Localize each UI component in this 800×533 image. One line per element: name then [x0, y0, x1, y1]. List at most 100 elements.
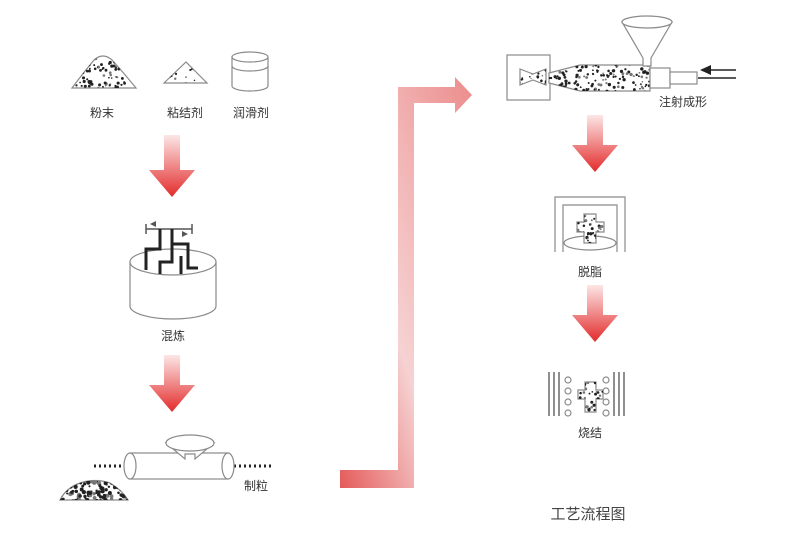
speckle	[105, 49, 108, 52]
speckle	[60, 488, 61, 493]
speckle	[130, 73, 133, 76]
speckle	[109, 497, 114, 500]
speckle	[632, 81, 635, 84]
speckle	[177, 62, 180, 64]
speckle	[592, 65, 595, 68]
speckle	[62, 480, 66, 481]
speckle	[78, 70, 81, 73]
speckle	[72, 475, 76, 479]
speckle	[109, 73, 112, 77]
speckle	[121, 487, 125, 491]
speckle	[74, 58, 78, 61]
speckle	[129, 73, 132, 76]
speckle	[104, 84, 107, 87]
speckle	[80, 49, 83, 52]
speckle	[76, 70, 80, 74]
label-binder: 粘结剂	[167, 105, 203, 120]
speckle	[645, 71, 650, 75]
speckle	[100, 489, 105, 494]
speckle	[83, 67, 87, 71]
speckle	[614, 89, 617, 91]
speckle	[563, 76, 567, 79]
speckle	[120, 60, 123, 63]
speckle	[590, 227, 594, 231]
speckle	[549, 77, 551, 80]
sintering-furnace-icon	[548, 372, 625, 417]
speckle	[537, 72, 540, 75]
speckle	[600, 74, 603, 77]
speckle	[584, 65, 588, 69]
speckle	[64, 477, 67, 480]
label-debinding: 脱脂	[578, 264, 602, 279]
speckle	[602, 74, 605, 77]
speckle	[632, 75, 635, 78]
speckle	[185, 76, 187, 78]
speckle	[591, 391, 594, 393]
speckle	[66, 482, 71, 487]
speckle	[575, 90, 579, 91]
speckle	[520, 82, 521, 84]
speckle	[116, 76, 119, 79]
speckle	[64, 488, 69, 493]
speckle	[638, 71, 641, 74]
speckle	[596, 70, 599, 73]
speckle	[126, 58, 129, 61]
speckle	[558, 70, 562, 74]
speckle	[576, 83, 580, 87]
speckle	[70, 490, 74, 494]
granule-pile-icon	[57, 475, 130, 501]
speckle	[599, 83, 603, 87]
speckle	[528, 75, 531, 78]
speckle	[135, 50, 137, 52]
down-arrow-icon	[149, 135, 195, 197]
speckle	[625, 72, 629, 75]
speckle	[582, 224, 586, 227]
speckle	[119, 49, 122, 52]
speckle	[119, 487, 124, 492]
speckle	[60, 498, 62, 500]
speckle	[593, 88, 596, 91]
speckle	[112, 64, 116, 68]
diagram-title: 工艺流程图	[550, 505, 625, 523]
speckle	[70, 477, 73, 480]
speckle	[591, 82, 594, 86]
speckle	[166, 71, 169, 74]
powder-pile-icon	[70, 49, 138, 89]
speckle	[76, 67, 80, 71]
speckle	[57, 475, 61, 479]
speckle	[81, 489, 87, 495]
speckle	[621, 85, 625, 90]
speckle	[79, 61, 82, 64]
speckle	[109, 52, 112, 55]
speckle	[123, 82, 126, 85]
speckle	[171, 67, 174, 70]
speckle	[108, 76, 110, 79]
speckle	[69, 481, 73, 485]
speckle	[62, 497, 65, 500]
speckle	[597, 62, 600, 65]
speckle	[593, 234, 597, 237]
debinding-furnace-icon	[554, 196, 626, 252]
speckle	[110, 50, 112, 52]
speckle	[647, 84, 650, 88]
speckle	[561, 82, 564, 84]
speckle	[607, 82, 612, 87]
speckle	[73, 484, 78, 489]
speckle	[602, 72, 604, 75]
speckle	[103, 81, 107, 85]
speckle	[629, 72, 633, 77]
speckle	[95, 491, 98, 495]
speckle	[89, 80, 93, 84]
speckle	[116, 480, 121, 482]
speckle	[91, 480, 95, 484]
speckle	[592, 231, 595, 234]
speckle	[632, 88, 636, 91]
speckle	[561, 71, 565, 75]
speckle	[123, 56, 126, 59]
speckle	[579, 86, 582, 89]
speckle	[612, 73, 615, 76]
speckle	[107, 50, 109, 52]
speckle	[117, 491, 120, 495]
speckle	[125, 491, 128, 494]
speckle	[579, 391, 582, 395]
